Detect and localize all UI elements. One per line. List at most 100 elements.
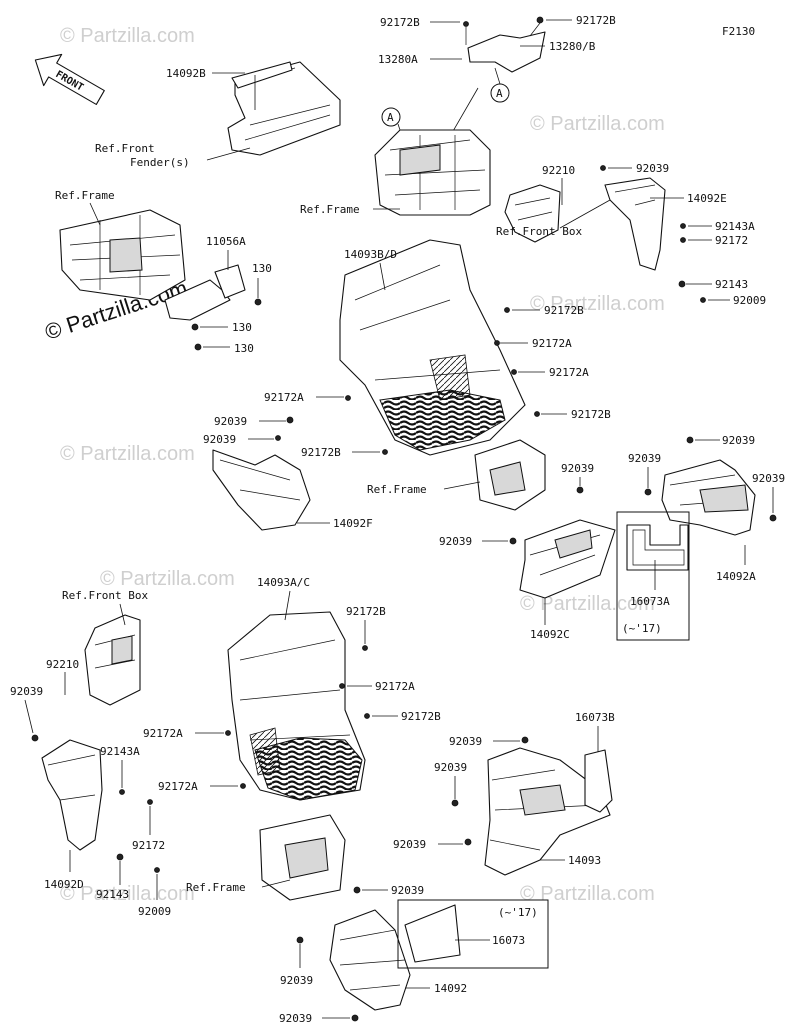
label-92039-left: 92039	[10, 685, 43, 698]
part-14093AC-floor	[225, 611, 370, 801]
label-92172-top: 92172	[715, 234, 748, 247]
label-13280B: 13280/B	[549, 40, 596, 53]
label-14092B: 14092B	[166, 67, 206, 80]
watermark-text: © Partzilla.com	[60, 25, 195, 47]
label-ref-frame-bottom: Ref.Frame	[186, 881, 246, 894]
label-92172B-m2: 92172B	[571, 408, 611, 421]
watermark-text: © Partzilla.com	[530, 293, 665, 315]
label-92039-m6: 92039	[628, 452, 661, 465]
label-92039-m1: 92039	[214, 415, 247, 428]
label-92172B-l2: 92172B	[401, 710, 441, 723]
label-92039-b2: 92039	[434, 761, 467, 774]
label-92143-top: 92143	[715, 278, 748, 291]
part-frame-left	[59, 209, 186, 301]
label-92039-b5: 92039	[280, 974, 313, 987]
part-front-box-top	[504, 184, 561, 243]
label-92172A-m1: 92172A	[532, 337, 572, 350]
label-14092C: 14092C	[530, 628, 570, 641]
part-11056A-bracket	[164, 264, 262, 351]
label-range-17-b: (~'17)	[498, 906, 538, 919]
label-ref-front-fender-1: Ref.Front	[95, 142, 155, 155]
label-92039-m2: 92039	[203, 433, 236, 446]
label-92039-m3: 92039	[561, 462, 594, 475]
label-92172A-m2: 92172A	[549, 366, 589, 379]
part-14092B-cover	[227, 61, 341, 156]
label-14093: 14093	[568, 854, 601, 867]
label-11056A: 11056A	[206, 235, 246, 248]
watermark-text: © Partzilla.com	[520, 883, 655, 905]
label-ref-front-box-top: Ref.Front Box	[496, 225, 582, 238]
watermark-text: © Partzilla.com	[530, 113, 665, 135]
callout-a-label: A	[496, 87, 503, 100]
label-92039-b3: 92039	[393, 838, 426, 851]
label-13280A: 13280A	[378, 53, 418, 66]
label-92172B-l1: 92172B	[346, 605, 386, 618]
label-14092: 14092	[434, 982, 467, 995]
label-92039-m7: 92039	[752, 472, 785, 485]
label-92039-b6: 92039	[279, 1012, 312, 1025]
label-16073B: 16073B	[575, 711, 615, 724]
part-16073A-mat-box	[616, 511, 690, 641]
part-14092F-guard	[212, 416, 311, 531]
label-92039-m5: 92039	[722, 434, 755, 447]
part-front-box-left	[84, 614, 141, 706]
label-92172B-tr: 92172B	[576, 14, 616, 27]
label-92143-left: 92143	[96, 888, 129, 901]
watermark-text: © Partzilla.com	[60, 883, 195, 905]
label-92172-left: 92172	[132, 839, 165, 852]
label-92039-b4: 92039	[391, 884, 424, 897]
label-92039-b1: 92039	[449, 735, 482, 748]
label-range-17-a: (~'17)	[622, 622, 662, 635]
label-130-b: 130	[232, 321, 252, 334]
label-92143A-left: 92143A	[100, 745, 140, 758]
callout-a-label: A	[387, 111, 394, 124]
label-14092E: 14092E	[687, 192, 727, 205]
part-16073-mat-box	[397, 899, 549, 969]
label-130-c: 130	[234, 342, 254, 355]
part-frame-top	[374, 129, 491, 216]
label-92172A-l2: 92172A	[143, 727, 183, 740]
label-14092A: 14092A	[716, 570, 756, 583]
front-arrow-icon: FRONT	[34, 53, 105, 105]
label-ref-frame-top: Ref.Frame	[300, 203, 360, 216]
watermark-text: © Partzilla.com	[100, 568, 235, 590]
label-ref-frame-left: Ref.Frame	[55, 189, 115, 202]
label-92143A-top: 92143A	[715, 220, 755, 233]
callout-a-right: A	[490, 67, 510, 103]
label-92172A-m3: 92172A	[264, 391, 304, 404]
label-92009-left: 92009	[138, 905, 171, 918]
part-14092-guard	[296, 886, 411, 1022]
label-14093BD: 14093B/D	[344, 248, 397, 261]
label-92210-left: 92210	[46, 658, 79, 671]
label-ref-front-fender-2: Fender(s)	[130, 156, 190, 169]
label-92172A-l1: 92172A	[375, 680, 415, 693]
label-92172A-l3: 92172A	[158, 780, 198, 793]
part-14093-guard	[451, 736, 611, 876]
label-92172B-m3: 92172B	[301, 446, 341, 459]
watermark-text: © Partzilla.com	[520, 593, 655, 615]
label-92009-top: 92009	[733, 294, 766, 307]
label-92172B-tl: 92172B	[380, 16, 420, 29]
part-13280-bracket	[463, 16, 546, 73]
watermark-text: © Partzilla.com	[60, 443, 195, 465]
label-92210-top: 92210	[542, 164, 575, 177]
label-ref-front-box-left: Ref.Front Box	[62, 589, 148, 602]
label-16073A: 16073A	[630, 595, 670, 608]
label-ref-frame-mid: Ref.Frame	[367, 483, 427, 496]
part-14092D-guard	[31, 734, 160, 873]
part-16073B-mat	[584, 749, 613, 813]
part-14092A-guard	[644, 436, 777, 536]
label-92172B-m1: 92172B	[544, 304, 584, 317]
label-92039-top: 92039	[636, 162, 669, 175]
part-frame-mid	[474, 439, 546, 511]
label-92039-m4: 92039	[439, 535, 472, 548]
label-14092D: 14092D	[44, 878, 84, 891]
part-14092E-guard	[600, 165, 706, 303]
diagram-code: F2130	[722, 25, 755, 38]
part-14093BD-floor	[339, 239, 540, 456]
part-frame-bottom	[259, 814, 346, 901]
part-14092C-guard	[509, 486, 616, 599]
label-14093AC: 14093A/C	[257, 576, 310, 589]
label-16073: 16073	[492, 934, 525, 947]
